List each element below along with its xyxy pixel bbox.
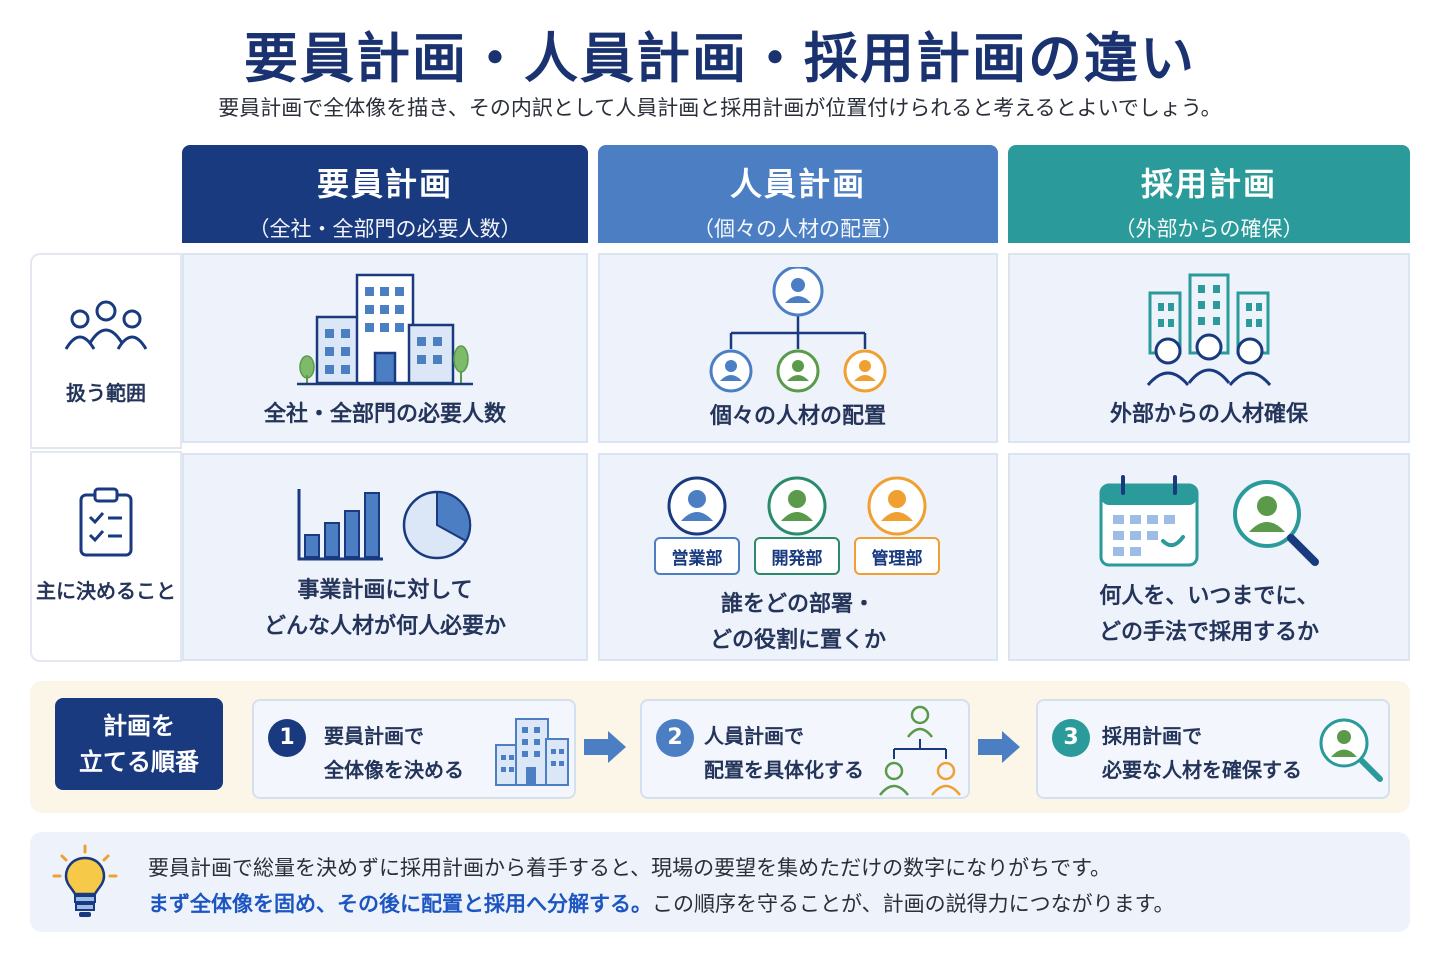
office-building-icon xyxy=(297,273,473,386)
dept-tag-dev: 開発部 xyxy=(754,537,840,575)
row-label-decisions: 主に決めること xyxy=(30,451,182,662)
steps-label-line: 計画を xyxy=(103,712,175,740)
cell-text: 個々の人材の配置 xyxy=(709,404,886,429)
bar-chart-icon xyxy=(297,489,383,561)
steps-label-line: 立てる順番 xyxy=(79,748,199,776)
cell-decisions-personnel: 営業部 開発部 管理部 誰をどの部署・ どの役割に置くか xyxy=(598,453,998,661)
step-text: 要員計画で 全体像を決める xyxy=(324,719,464,787)
person-search-icon xyxy=(1319,718,1383,782)
column-title: 人員計画 xyxy=(729,165,866,203)
column-title: 要員計画 xyxy=(316,165,453,203)
org-chart-icon xyxy=(709,267,887,393)
dept-tag-sales: 営業部 xyxy=(654,537,740,575)
cell-text-line: 誰をどの部署・ xyxy=(720,592,875,617)
step-number: 1 xyxy=(268,719,306,757)
row-label-text: 扱う範囲 xyxy=(66,381,146,405)
person-avatar-icon xyxy=(767,476,827,536)
column-desc: （個々の人材の配置） xyxy=(693,217,903,241)
cell-text: 外部からの人材確保 xyxy=(1109,402,1308,427)
cell-text-line: どの役割に置くか xyxy=(709,628,886,653)
step-3: 3 採用計画で 必要な人材を確保する xyxy=(1036,699,1390,799)
page-subtitle: 要員計画で全体像を描き、その内訳として人員計画と採用計画が位置付けられると考える… xyxy=(218,96,1222,120)
cell-text-line: どの手法で採用するか xyxy=(1098,620,1319,645)
note-rest: この順序を守ることが、計画の説得力につながります。 xyxy=(652,892,1175,916)
buildings-people-icon xyxy=(1146,273,1272,386)
step-1: 1 要員計画で 全体像を決める xyxy=(252,699,576,799)
cell-text-line: 何人を、いつまでに、 xyxy=(1099,584,1319,609)
person-search-icon xyxy=(1233,480,1319,566)
note-highlight: まず全体像を固め、その後に配置と採用へ分解する。 xyxy=(148,892,652,916)
org-chart-icon xyxy=(879,705,961,796)
step-text-line: 採用計画で xyxy=(1102,724,1202,748)
arrow-right-icon xyxy=(584,731,626,763)
step-text-line: 要員計画で xyxy=(324,724,424,748)
person-avatar-icon xyxy=(667,476,727,536)
arrow-right-icon xyxy=(978,731,1020,763)
dept-tag-admin: 管理部 xyxy=(854,537,940,575)
cell-decisions-hiring: 何人を、いつまでに、 どの手法で採用するか xyxy=(1008,453,1410,661)
column-header-hiring-plan: 採用計画 （外部からの確保） xyxy=(1008,145,1410,243)
row-label-text: 主に決めること xyxy=(36,579,176,603)
row-label-scope: 扱う範囲 xyxy=(30,253,182,449)
cell-decisions-staffing: 事業計画に対して どんな人材が何人必要か xyxy=(182,453,588,661)
planning-order-panel: 計画を 立てる順番 1 要員計画で 全体像を決める xyxy=(30,681,1410,813)
step-text-line: 人員計画で xyxy=(704,724,804,748)
step-text: 人員計画で 配置を具体化する xyxy=(704,719,864,787)
steps-label: 計画を 立てる順番 xyxy=(55,698,223,790)
cell-text-line: どんな人材が何人必要か xyxy=(263,614,506,639)
cell-text: 全社・全部門の必要人数 xyxy=(263,402,506,427)
step-number: 2 xyxy=(656,719,694,757)
page-title: 要員計画・人員計画・採用計画の違い xyxy=(244,27,1196,90)
cell-scope-hiring: 外部からの人材確保 xyxy=(1008,253,1410,443)
people-group-icon xyxy=(64,300,148,350)
calendar-icon xyxy=(1099,475,1199,567)
pie-chart-icon xyxy=(402,490,472,560)
step-text-line: 配置を具体化する xyxy=(704,758,864,782)
office-building-icon xyxy=(495,718,569,786)
step-text-line: 必要な人材を確保する xyxy=(1102,758,1302,782)
lightbulb-icon xyxy=(52,844,118,917)
step-text: 採用計画で 必要な人材を確保する xyxy=(1102,719,1302,787)
column-header-personnel-plan: 人員計画 （個々の人材の配置） xyxy=(598,145,998,243)
person-avatar-icon xyxy=(867,476,927,536)
cell-scope-personnel: 個々の人材の配置 xyxy=(598,253,998,443)
column-title: 採用計画 xyxy=(1140,165,1277,203)
tip-note: 要員計画で総量を決めずに採用計画から着手すると、現場の要望を集めただけの数字にな… xyxy=(30,832,1410,932)
step-2: 2 人員計画で 配置を具体化する xyxy=(640,699,970,799)
cell-text-line: 事業計画に対して xyxy=(297,578,473,603)
note-line-1: 要員計画で総量を決めずに採用計画から着手すると、現場の要望を集めただけの数字にな… xyxy=(148,856,1112,880)
step-text-line: 全体像を決める xyxy=(324,758,464,782)
cell-scope-staffing: 全社・全部門の必要人数 xyxy=(182,253,588,443)
note-line-2: まず全体像を固め、その後に配置と採用へ分解する。この順序を守ることが、計画の説得… xyxy=(148,888,1174,918)
column-desc: （外部からの確保） xyxy=(1114,217,1304,241)
column-header-staffing-plan: 要員計画 （全社・全部門の必要人数） xyxy=(182,145,588,243)
clipboard-check-icon xyxy=(79,487,133,557)
step-number: 3 xyxy=(1052,719,1090,757)
column-desc: （全社・全部門の必要人数） xyxy=(248,217,522,241)
